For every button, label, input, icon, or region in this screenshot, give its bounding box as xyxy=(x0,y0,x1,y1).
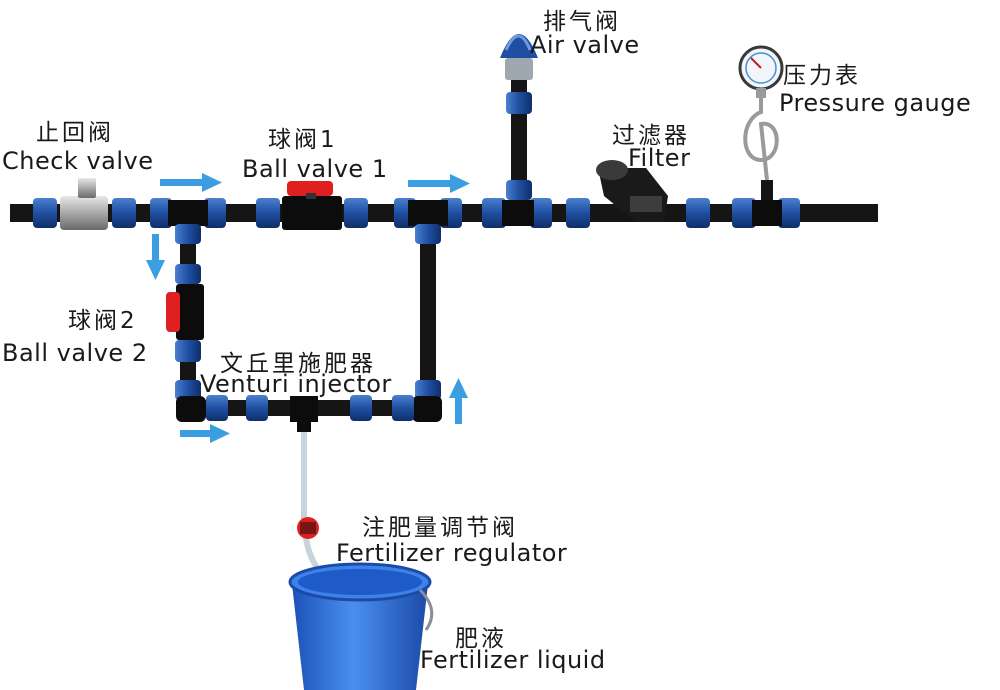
coupling xyxy=(175,224,201,244)
air-valve-base xyxy=(505,58,533,80)
flow-arrow-up xyxy=(449,378,468,424)
venturi-injector-label-en: Venturi injector xyxy=(200,370,392,398)
coupling xyxy=(112,198,136,228)
coupling xyxy=(204,198,226,228)
tee-fitting xyxy=(408,200,448,226)
bucket-handle xyxy=(418,588,434,631)
tee-fitting xyxy=(502,200,534,226)
air-valve-label-en: Air valve xyxy=(530,31,640,59)
coupling xyxy=(344,198,368,228)
coupling xyxy=(246,395,268,421)
coupling xyxy=(566,198,590,228)
pressure-gauge-siphon xyxy=(743,98,779,181)
coupling xyxy=(33,198,57,228)
coupling xyxy=(175,380,201,400)
coupling xyxy=(530,198,552,228)
tee-fitting xyxy=(168,200,208,226)
venturi-injector-port xyxy=(297,420,311,432)
fertilizer-liquid-label-en: Fertilizer liquid xyxy=(420,646,606,674)
bypass-right-riser xyxy=(420,212,436,412)
ball-valve-2-label-zh: 球阀2 xyxy=(68,308,138,334)
pressure-gauge-label-zh: 压力表 xyxy=(783,63,861,89)
check-valve-label-zh: 止回阀 xyxy=(36,120,114,146)
coupling xyxy=(686,198,710,228)
pressure-gauge-label-en: Pressure gauge xyxy=(779,89,972,117)
flow-arrow-main-2 xyxy=(408,174,470,193)
air-valve-cap xyxy=(500,34,538,58)
coupling xyxy=(175,340,201,362)
coupling xyxy=(778,198,800,228)
coupling xyxy=(506,180,532,200)
ball-valve-1-handle xyxy=(287,181,333,196)
venturi-injector-body xyxy=(290,396,318,422)
check-valve-cap xyxy=(78,178,96,198)
venturi-injector-label-zh: 文丘里施肥器 xyxy=(220,351,376,377)
coupling xyxy=(350,395,372,421)
coupling xyxy=(732,198,756,228)
fertilizer-regulator-label-en: Fertilizer regulator xyxy=(336,539,568,567)
flow-arrow-bottom xyxy=(180,424,230,443)
ball-valve-2-label-en: Ball valve 2 xyxy=(2,339,148,367)
tee-fitting xyxy=(752,200,782,226)
ball-valve-1-label-en: Ball valve 1 xyxy=(242,155,388,183)
ball-valve-2-body xyxy=(176,284,204,340)
coupling xyxy=(175,264,201,284)
flow-arrow-main-1 xyxy=(160,173,222,192)
coupling xyxy=(415,224,441,244)
coupling xyxy=(506,92,532,114)
check-valve-body xyxy=(60,196,108,230)
coupling xyxy=(392,395,414,421)
elbow-fitting xyxy=(412,396,442,422)
air-valve-label-zh: 排气阀 xyxy=(543,9,621,35)
fertilizer-bucket xyxy=(292,584,428,690)
coupling xyxy=(150,198,172,228)
ball-valve-2-handle xyxy=(166,292,180,332)
ball-valve-1-body xyxy=(282,196,342,230)
flow-arrow-down xyxy=(146,234,165,280)
coupling xyxy=(206,395,228,421)
filter-label-zh: 过滤器 xyxy=(612,123,690,149)
check-valve-label-en: Check valve xyxy=(2,147,154,175)
coupling xyxy=(415,380,441,400)
ball-valve-1-label-zh: 球阀1 xyxy=(268,127,338,153)
elbow-fitting xyxy=(176,396,206,422)
fertilizer-regulator-label-zh: 注肥量调节阀 xyxy=(362,515,518,541)
fertilizer-liquid-label-zh: 肥液 xyxy=(455,626,507,652)
filter-label-en: Filter xyxy=(628,144,691,172)
coupling xyxy=(256,198,280,228)
coupling xyxy=(482,198,506,228)
